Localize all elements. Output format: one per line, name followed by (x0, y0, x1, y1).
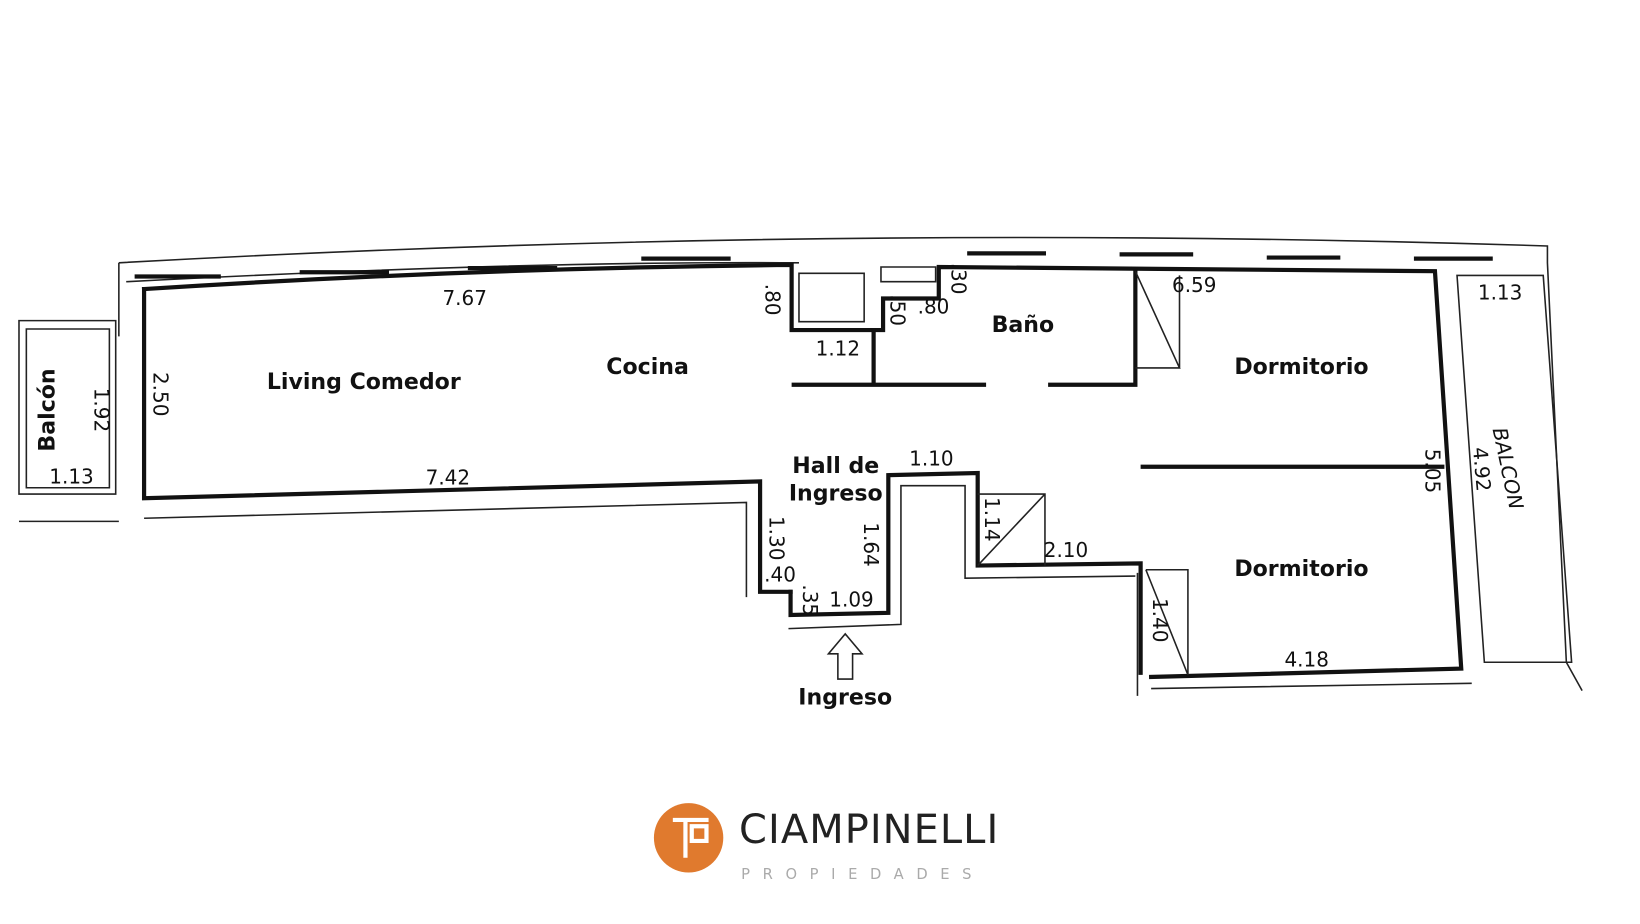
entry-arrow-icon (826, 632, 864, 680)
dim-109: 1.09 (829, 588, 873, 612)
walls (18, 236, 1583, 696)
dim-kitchen-112: 1.12 (816, 336, 860, 360)
dim-kitchen-80: .80 (760, 284, 784, 316)
room-bano: Baño (992, 313, 1055, 338)
dimension-labels: 7.67 7.42 2.50 1.92 1.13 .80 1.12 .50 .8… (49, 263, 1522, 672)
dim-80: .80 (918, 294, 950, 318)
room-cocina: Cocina (606, 355, 689, 380)
dim-50: .50 (885, 294, 909, 326)
logo-tagline: PROPIEDADES (741, 866, 984, 883)
dim-balcon-right-len: 4.92 (1468, 446, 1496, 492)
dim-balcon-right-w: 1.13 (1478, 281, 1522, 305)
logo-badge-icon (653, 803, 724, 873)
dim-balcon-left-h: 1.92 (90, 388, 114, 432)
dim-living-height: 2.50 (149, 372, 173, 416)
dim-659: 6.59 (1172, 273, 1216, 297)
dim-35: .35 (798, 584, 822, 616)
room-dormitorio-2: Dormitorio (1234, 557, 1368, 582)
dim-40: .40 (764, 562, 796, 586)
dim-top-living: 7.67 (442, 286, 486, 310)
dim-505: 5.05 (1420, 449, 1444, 493)
dim-130: 1.30 (765, 516, 789, 560)
dim-30: .30 (946, 263, 970, 295)
dim-418: 4.18 (1284, 647, 1328, 671)
room-dormitorio-1: Dormitorio (1234, 355, 1368, 380)
dim-210: 2.10 (1044, 538, 1088, 562)
dim-114: 1.14 (980, 497, 1004, 541)
dim-164: 1.64 (859, 522, 883, 566)
dim-balcon-left-w: 1.13 (49, 465, 93, 489)
room-balcon-left: Balcón (36, 368, 61, 451)
room-hall-line2: Ingreso (789, 481, 883, 506)
ciampinelli-logo: CIAMPINELLI PROPIEDADES (653, 803, 999, 883)
dim-bottom-living: 7.42 (426, 466, 470, 490)
room-living: Living Comedor (267, 370, 461, 395)
dim-140: 1.40 (1148, 598, 1172, 642)
ingreso-label: Ingreso (798, 685, 892, 710)
dim-110: 1.10 (909, 447, 953, 471)
room-hall-line1: Hall de (792, 454, 879, 479)
logo-name: CIAMPINELLI (739, 807, 999, 853)
